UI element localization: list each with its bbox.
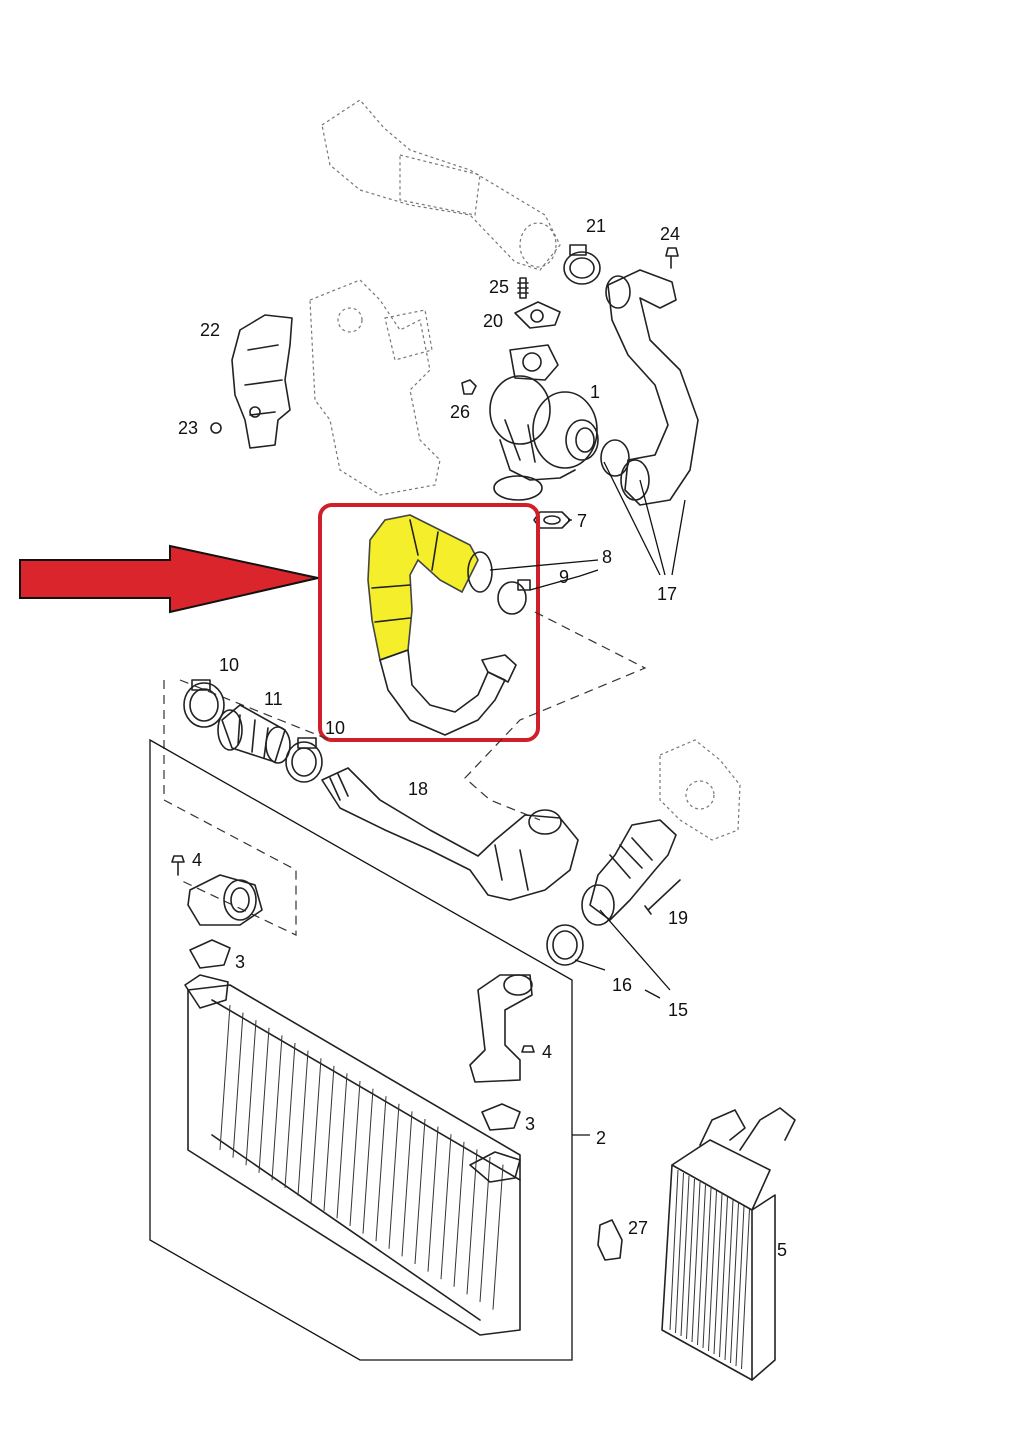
callout-27: 27 [628, 1218, 648, 1238]
callout-15: 15 [668, 1000, 688, 1020]
pointer-arrow [19, 544, 319, 614]
ghost-throttle-body [659, 739, 741, 841]
callout-5: 5 [777, 1240, 787, 1260]
callout-19: 19 [668, 908, 688, 928]
callout-4-bottom: 4 [542, 1042, 552, 1062]
callout-1: 1 [590, 382, 600, 402]
intercooler-hose-highlighted [367, 514, 517, 736]
leader-lines [489, 461, 686, 1136]
callout-23: 23 [178, 418, 198, 438]
gasket-3a [189, 939, 231, 969]
dashed-guides [163, 611, 647, 936]
callout-4-top: 4 [192, 850, 202, 870]
callout-17: 17 [657, 584, 677, 604]
nut-26 [461, 379, 477, 395]
gasket-20 [514, 301, 561, 329]
charge-pipe-18 [321, 767, 579, 901]
gasket-3b [481, 1103, 521, 1131]
bolt-24 [665, 247, 679, 269]
callout-25: 25 [489, 277, 509, 297]
clamp-21 [563, 244, 601, 285]
bracket-27 [597, 1219, 623, 1261]
callout-3-top: 3 [235, 952, 245, 972]
clamp-9 [497, 579, 531, 615]
stud-25 [517, 277, 529, 299]
intercooler-core [184, 974, 521, 1336]
clamp-11-ring [285, 737, 323, 783]
callout-24: 24 [660, 224, 680, 244]
turbo-outlet-pipe [600, 269, 699, 506]
callout-20: 20 [483, 311, 503, 331]
nut-23 [210, 422, 222, 434]
callout-26: 26 [450, 402, 470, 422]
callout-2: 2 [596, 1128, 606, 1148]
ghost-intake-duct [321, 99, 561, 271]
bolt-4b [521, 1045, 535, 1053]
highlight-box [318, 503, 540, 742]
callout-11: 11 [264, 689, 283, 709]
callout-18: 18 [408, 779, 428, 799]
clamp-10 [183, 679, 225, 728]
callout-21: 21 [586, 216, 606, 236]
bolt-4a [171, 855, 185, 876]
turbocharger [489, 344, 599, 501]
coupler-11 [217, 704, 291, 764]
callout-3-bottom: 3 [525, 1114, 535, 1134]
clamp-16 [546, 924, 584, 966]
gasket-7 [533, 511, 571, 529]
callout-8: 8 [602, 547, 612, 567]
heat-shield [231, 314, 293, 449]
elbow-connector [187, 874, 263, 926]
callout-9: 9 [559, 567, 569, 587]
callout-16: 16 [612, 975, 632, 995]
intercooler-5 [661, 1107, 796, 1381]
callout-7: 7 [577, 511, 587, 531]
outlet-elbow [469, 974, 533, 1083]
ghost-exhaust-manifold [309, 279, 441, 496]
callout-10-box: 10 [325, 718, 345, 738]
assembly-frame-2 [149, 738, 573, 1361]
bolt-19 [644, 879, 681, 915]
hose-15 [581, 819, 677, 926]
callout-22: 22 [200, 320, 220, 340]
callout-10-top: 10 [219, 655, 239, 675]
